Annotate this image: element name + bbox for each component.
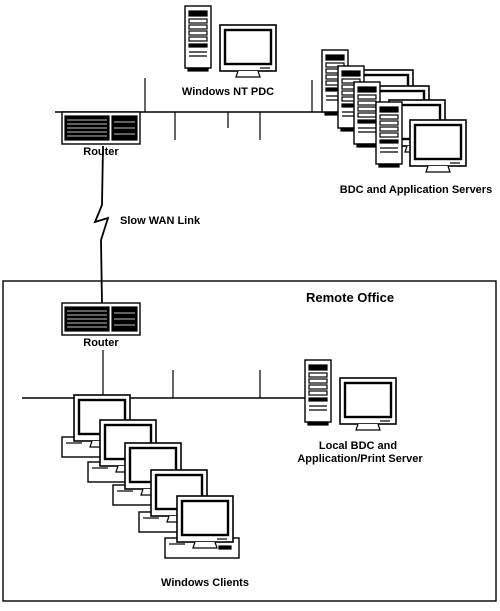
wan-link [93,145,110,305]
wan-link-label: Slow WAN Link [120,215,201,227]
router-top-label: Router [83,146,119,158]
windows-clients-label: Windows Clients [161,577,249,589]
router-bottom-label: Router [83,337,119,349]
local-bdc-label-line1: Local BDC and [318,440,398,452]
remote-office-boundary [2,280,497,602]
router-top-icon [61,111,141,145]
bdc-servers-label: BDC and Application Servers [339,184,493,196]
pdc-label: Windows NT PDC [181,86,275,98]
remote-office-title: Remote Office [306,290,395,305]
local-bdc-label-line2: Application/Print Server [297,453,423,465]
pdc-server [184,5,278,79]
local-bdc-server [304,359,398,432]
windows-clients-stack [62,395,239,558]
bdc-server-stack [321,49,468,174]
router-bottom-icon [61,302,141,336]
